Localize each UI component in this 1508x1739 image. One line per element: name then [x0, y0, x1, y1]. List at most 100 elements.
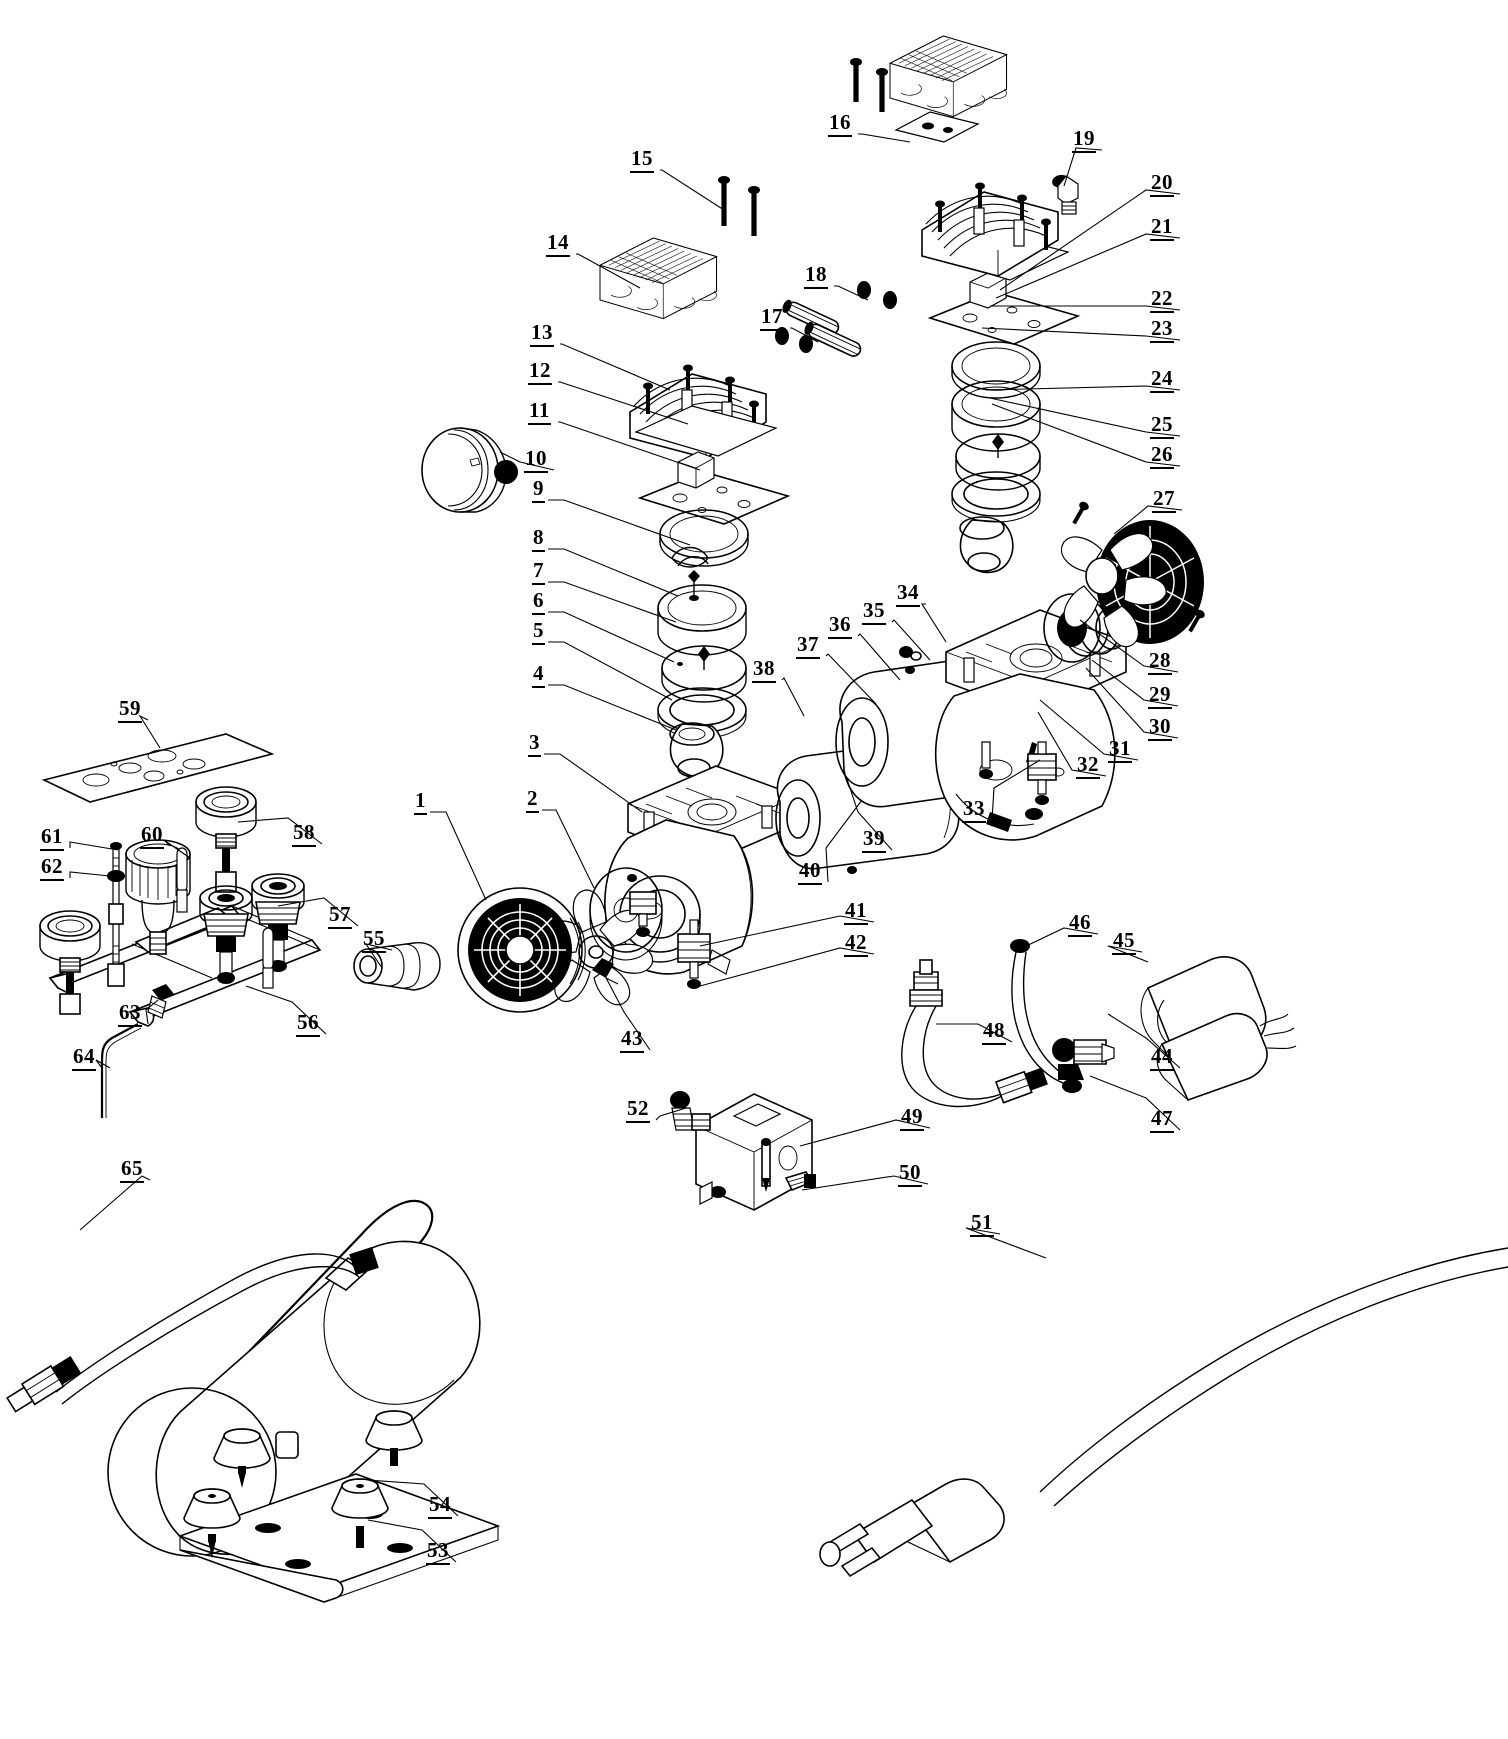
callout-number: 37: [796, 634, 820, 659]
callout-number: 21: [1150, 216, 1174, 241]
callout-number: 35: [862, 600, 886, 625]
callout-number: 50: [898, 1162, 922, 1187]
callout-number: 61: [40, 826, 64, 851]
callout-2: 2: [526, 788, 539, 813]
callout-7: 7: [532, 560, 545, 585]
callout-number: 34: [896, 582, 920, 607]
callout-number: 5: [532, 620, 545, 645]
callout-50: 50: [898, 1162, 922, 1187]
callout-43: 43: [620, 1028, 644, 1053]
callout-number: 22: [1150, 288, 1174, 313]
callout-48: 48: [982, 1020, 1006, 1045]
callout-number: 53: [426, 1540, 450, 1565]
callout-19: 19: [1072, 128, 1096, 153]
callout-number: 39: [862, 828, 886, 853]
callout-20: 20: [1150, 172, 1174, 197]
callout-64: 64: [72, 1046, 96, 1071]
callout-number: 62: [40, 856, 64, 881]
callout-number: 30: [1148, 716, 1172, 741]
callout-30: 30: [1148, 716, 1172, 741]
callout-number: 58: [292, 822, 316, 847]
callout-number: 36: [828, 614, 852, 639]
callout-49: 49: [900, 1106, 924, 1131]
callout-40: 40: [798, 860, 822, 885]
callout-47: 47: [1150, 1108, 1174, 1133]
callout-number: 29: [1148, 684, 1172, 709]
callout-number: 18: [804, 264, 828, 289]
callout-23: 23: [1150, 318, 1174, 343]
callout-number: 28: [1148, 650, 1172, 675]
callout-25: 25: [1150, 414, 1174, 439]
callout-33: 33: [962, 798, 986, 823]
callout-36: 36: [828, 614, 852, 639]
callout-number: 52: [626, 1098, 650, 1123]
callout-number: 7: [532, 560, 545, 585]
callout-31: 31: [1108, 738, 1132, 763]
callout-46: 46: [1068, 912, 1092, 937]
callout-5: 5: [532, 620, 545, 645]
callout-number: 43: [620, 1028, 644, 1053]
callout-21: 21: [1150, 216, 1174, 241]
callout-22: 22: [1150, 288, 1174, 313]
callout-number: 1: [414, 790, 427, 815]
callout-number: 4: [532, 663, 545, 688]
callout-number: 59: [118, 698, 142, 723]
callout-1: 1: [414, 790, 427, 815]
callout-number: 38: [752, 658, 776, 683]
callout-37: 37: [796, 634, 820, 659]
callout-13: 13: [530, 322, 554, 347]
callout-29: 29: [1148, 684, 1172, 709]
callout-number: 26: [1150, 444, 1174, 469]
callout-65: 65: [120, 1158, 144, 1183]
callout-number: 17: [760, 306, 784, 331]
callout-number: 13: [530, 322, 554, 347]
callout-number: 57: [328, 904, 352, 929]
callout-55: 55: [362, 928, 386, 953]
callout-number: 60: [140, 824, 164, 849]
callout-number: 33: [962, 798, 986, 823]
callout-53: 53: [426, 1540, 450, 1565]
callout-10: 10: [524, 448, 548, 473]
callout-57: 57: [328, 904, 352, 929]
callout-number: 31: [1108, 738, 1132, 763]
callout-15: 15: [630, 148, 654, 173]
callout-24: 24: [1150, 368, 1174, 393]
callout-number: 10: [524, 448, 548, 473]
callout-52: 52: [626, 1098, 650, 1123]
callout-3: 3: [528, 732, 541, 757]
callout-number: 56: [296, 1012, 320, 1037]
callout-number: 25: [1150, 414, 1174, 439]
callout-32: 32: [1076, 754, 1100, 779]
callout-number: 2: [526, 788, 539, 813]
callout-4: 4: [532, 663, 545, 688]
callout-number: 16: [828, 112, 852, 137]
callout-number: 23: [1150, 318, 1174, 343]
callout-number: 15: [630, 148, 654, 173]
callout-58: 58: [292, 822, 316, 847]
callout-42: 42: [844, 932, 868, 957]
callout-61: 61: [40, 826, 64, 851]
callout-number: 55: [362, 928, 386, 953]
callout-41: 41: [844, 900, 868, 925]
callout-54: 54: [428, 1494, 452, 1519]
callout-number: 54: [428, 1494, 452, 1519]
callout-number: 64: [72, 1046, 96, 1071]
callout-number: 46: [1068, 912, 1092, 937]
callout-number: 27: [1152, 488, 1176, 513]
callout-number: 3: [528, 732, 541, 757]
callout-27: 27: [1152, 488, 1176, 513]
callout-number: 6: [532, 590, 545, 615]
callout-39: 39: [862, 828, 886, 853]
callout-number: 47: [1150, 1108, 1174, 1133]
callout-number: 48: [982, 1020, 1006, 1045]
callout-number: 49: [900, 1106, 924, 1131]
callout-number: 63: [118, 1002, 142, 1027]
callout-number: 24: [1150, 368, 1174, 393]
callout-number: 42: [844, 932, 868, 957]
callout-56: 56: [296, 1012, 320, 1037]
callout-28: 28: [1148, 650, 1172, 675]
callout-number: 14: [546, 232, 570, 257]
callout-45: 45: [1112, 930, 1136, 955]
callout-63: 63: [118, 1002, 142, 1027]
callout-38: 38: [752, 658, 776, 683]
